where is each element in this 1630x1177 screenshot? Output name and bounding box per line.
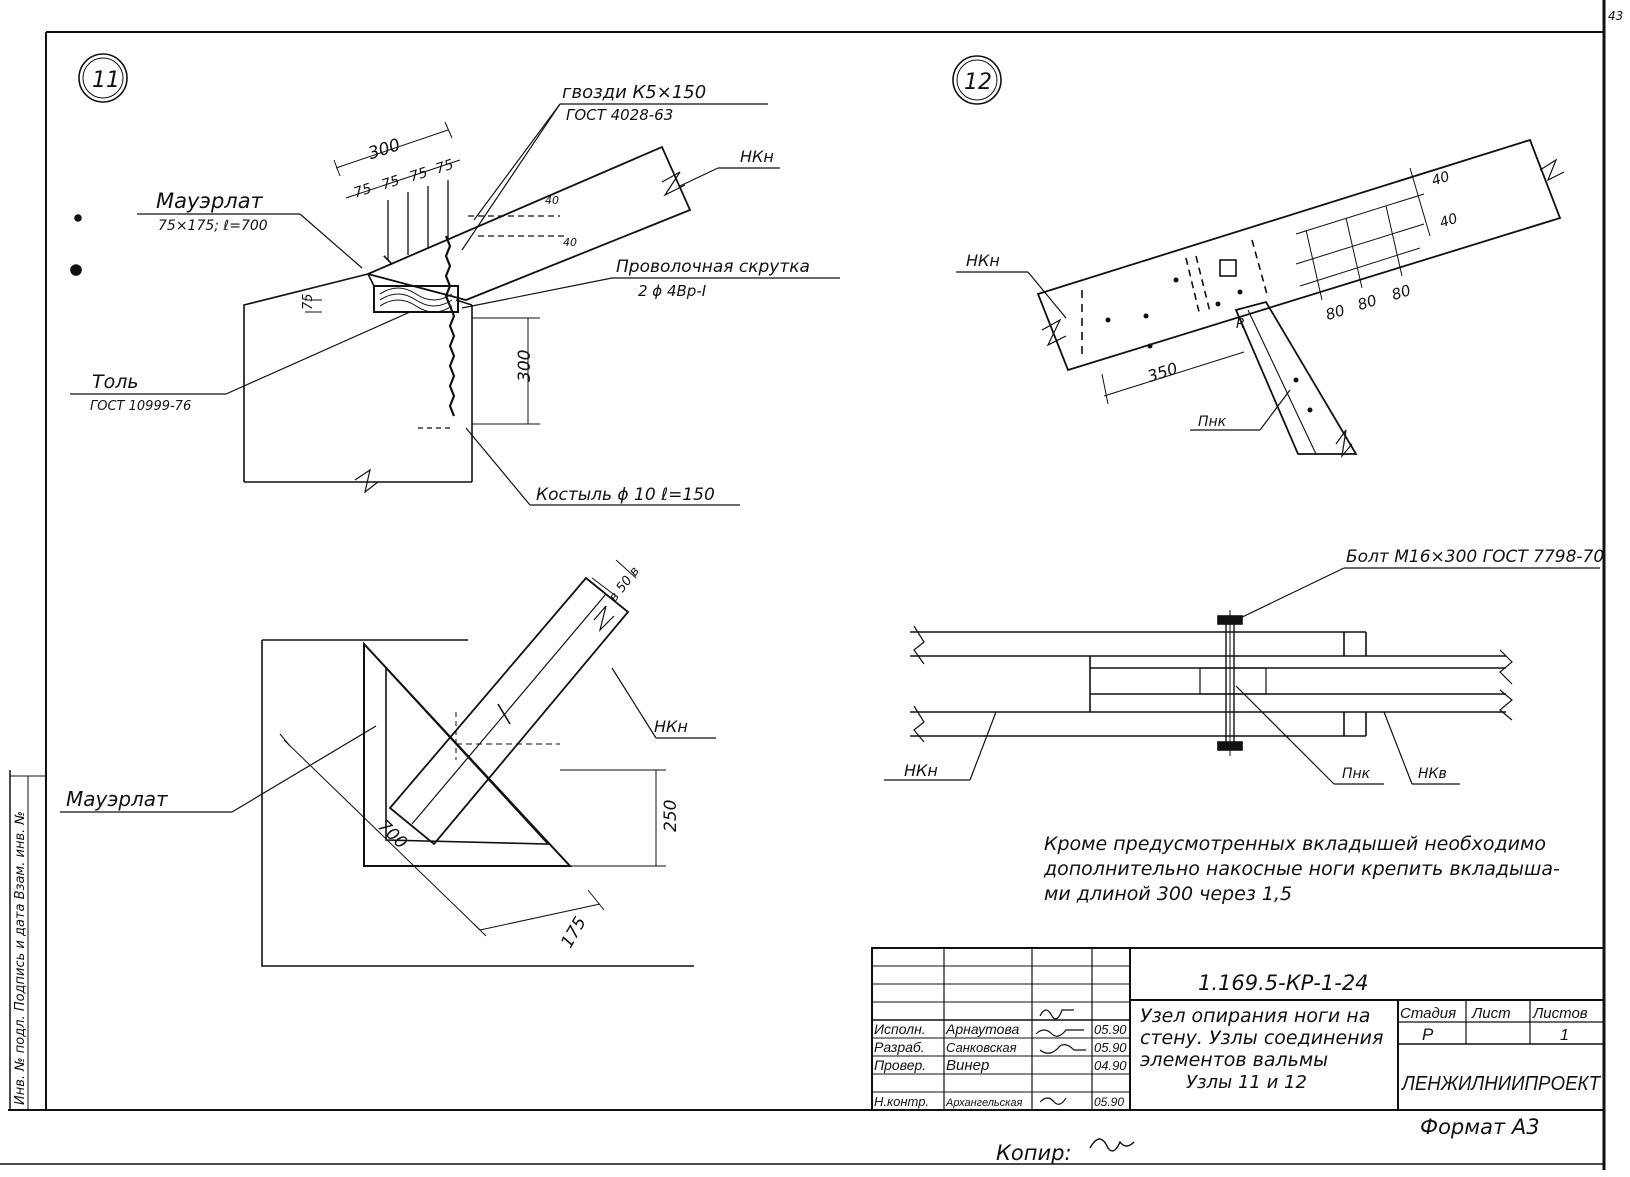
label-wire-spec: 2 ϕ 4Вр-I <box>638 282 707 300</box>
signature-3 <box>1039 1044 1086 1054</box>
row-name-1: Арнаутова <box>945 1021 1019 1037</box>
stage-label: Стадия <box>1400 1005 1456 1022</box>
label-tol-std: ГОСТ 10999-76 <box>90 399 191 414</box>
row-role-4: Н.контр. <box>874 1094 929 1109</box>
rafter-nkn-12 <box>1036 138 1562 372</box>
row-date-1: 05.90 <box>1094 1022 1127 1037</box>
dim-75-b: 75 <box>380 173 402 194</box>
signature-1 <box>1039 1009 1074 1020</box>
title-line-4: Узлы 11 и 12 <box>1186 1072 1307 1093</box>
label-nkn-plan: НКн <box>654 717 688 736</box>
row-date-3: 04.90 <box>1094 1058 1127 1073</box>
leader-nkv <box>1383 711 1413 785</box>
row-date-2: 05.90 <box>1094 1040 1127 1055</box>
node-11-elevation <box>70 53 840 506</box>
label-nails: гвозди К5×150 <box>562 82 706 103</box>
title-code: 1.169.5-КР-1-24 <box>1198 971 1369 995</box>
node-12-marker-label: 12 <box>964 70 992 95</box>
dim-80-a: 80 <box>1323 301 1347 324</box>
page-corner-number: 43 <box>1608 9 1623 23</box>
row-date-4: 05.90 <box>1094 1095 1124 1109</box>
label-wire: Проволочная скрутка <box>616 257 810 277</box>
node-12-marker <box>952 55 1002 105</box>
node-11-plan <box>60 559 716 967</box>
title-line-2: стену. Узлы соединения <box>1140 1027 1383 1049</box>
stage-value: Р <box>1422 1025 1434 1044</box>
sheet-frame <box>0 0 1606 1170</box>
dim-300-vertical-label: 300 <box>515 350 535 382</box>
wire-twist <box>444 235 456 417</box>
dim-40-b: 40 <box>563 236 577 249</box>
dim-75 <box>305 299 322 313</box>
node-12-elevation <box>952 55 1565 459</box>
row-name-2: Санковская <box>946 1040 1017 1055</box>
rafter-nkn <box>365 145 692 301</box>
dim-width-label: в 50 в <box>606 564 643 605</box>
dim-75-side: 75 <box>301 293 316 310</box>
row-name-4: Архангельская <box>945 1097 1022 1109</box>
sheets-label: Листов <box>1532 1005 1588 1022</box>
dim-75-d: 75 <box>434 157 456 178</box>
label-mauerlat-spec: 75×175; ℓ=700 <box>158 218 268 234</box>
sheet-label: Лист <box>1471 1005 1511 1022</box>
rafter-plan <box>388 576 630 846</box>
leader-nkn-plan <box>611 667 657 739</box>
dim-250-label: 250 <box>661 800 681 832</box>
leader-pnk-section <box>1235 685 1335 785</box>
signature-4 <box>1039 1097 1067 1105</box>
label-crutch: Костыль ϕ 10 ℓ=150 <box>536 485 715 505</box>
title-line-3: элементов вальмы <box>1140 1049 1328 1071</box>
sheet-value: 1 <box>1560 1027 1569 1044</box>
label-nails-std: ГОСТ 4028-63 <box>566 106 673 124</box>
dim-40-a: 40 <box>545 194 559 207</box>
copier-signature <box>1089 1138 1135 1152</box>
label-nkn-section: НКн <box>904 761 938 780</box>
node-11-marker-label: 11 <box>92 68 120 93</box>
row-name-3: Винер <box>946 1057 989 1074</box>
dim-75-a: 75 <box>352 181 374 202</box>
dim-80-c: 80 <box>1389 281 1413 304</box>
mauerlat-triangle-inner <box>385 665 550 845</box>
note-line-3: ми длиной 300 через 1,5 <box>1044 883 1292 905</box>
label-bolt: Болт М16×300 ГОСТ 7798-70 <box>1346 547 1604 567</box>
row-role-3: Провер. <box>874 1057 926 1073</box>
row-role-2: Разраб. <box>874 1039 925 1055</box>
wall-plan <box>261 640 694 967</box>
label-tol: Толь <box>92 371 139 393</box>
label-nkn-11: НКн <box>740 147 774 166</box>
label-mauerlat-plan: Мауэрлат <box>66 787 169 811</box>
dim-300-top <box>333 121 461 199</box>
label-mauerlat-11: Мауэрлат <box>156 189 264 213</box>
nails-group <box>383 180 565 265</box>
node-12-section <box>884 567 1600 785</box>
label-pnk-section: Пнк <box>1342 766 1371 782</box>
org-name: ЛЕНЖИЛНИИПРОЕКТ <box>1400 1073 1602 1095</box>
label-nkv: НКв <box>1418 766 1447 782</box>
dim-350-label: 350 <box>1145 359 1180 387</box>
note-line-1: Кроме предусмотренных вкладышей необходи… <box>1044 833 1546 855</box>
row-role-1: Исполн. <box>874 1021 926 1037</box>
node-11-marker <box>78 53 128 103</box>
dim-40-top: 40 <box>1430 169 1452 190</box>
format-label: Формат А3 <box>1420 1115 1540 1139</box>
dim-700-label: 700 <box>374 816 411 853</box>
label-pnk-12: Пнк <box>1198 414 1227 430</box>
title-line-1: Узел опирания ноги на <box>1140 1005 1370 1027</box>
dim-80-b: 80 <box>1355 291 1379 314</box>
dim-75-c: 75 <box>408 165 430 186</box>
copier-label: Копир: <box>996 1141 1072 1165</box>
wall <box>243 273 369 482</box>
dim-175-label: 175 <box>557 914 591 952</box>
dim-r-label: R <box>1236 317 1245 332</box>
note-line-2: дополнительно накосные ноги крепить вкла… <box>1043 858 1560 880</box>
title-block <box>871 947 1605 1111</box>
dim-300-top-label: 300 <box>366 135 403 164</box>
side-stamp-text: Инв. № подл. Подпись и дата Взам. инв. № <box>13 811 28 1105</box>
dim-40-mid: 40 <box>1438 211 1460 232</box>
label-nkn-12: НКн <box>966 251 1000 270</box>
signature-2 <box>1035 1029 1084 1037</box>
dim-300-vertical <box>472 317 540 425</box>
